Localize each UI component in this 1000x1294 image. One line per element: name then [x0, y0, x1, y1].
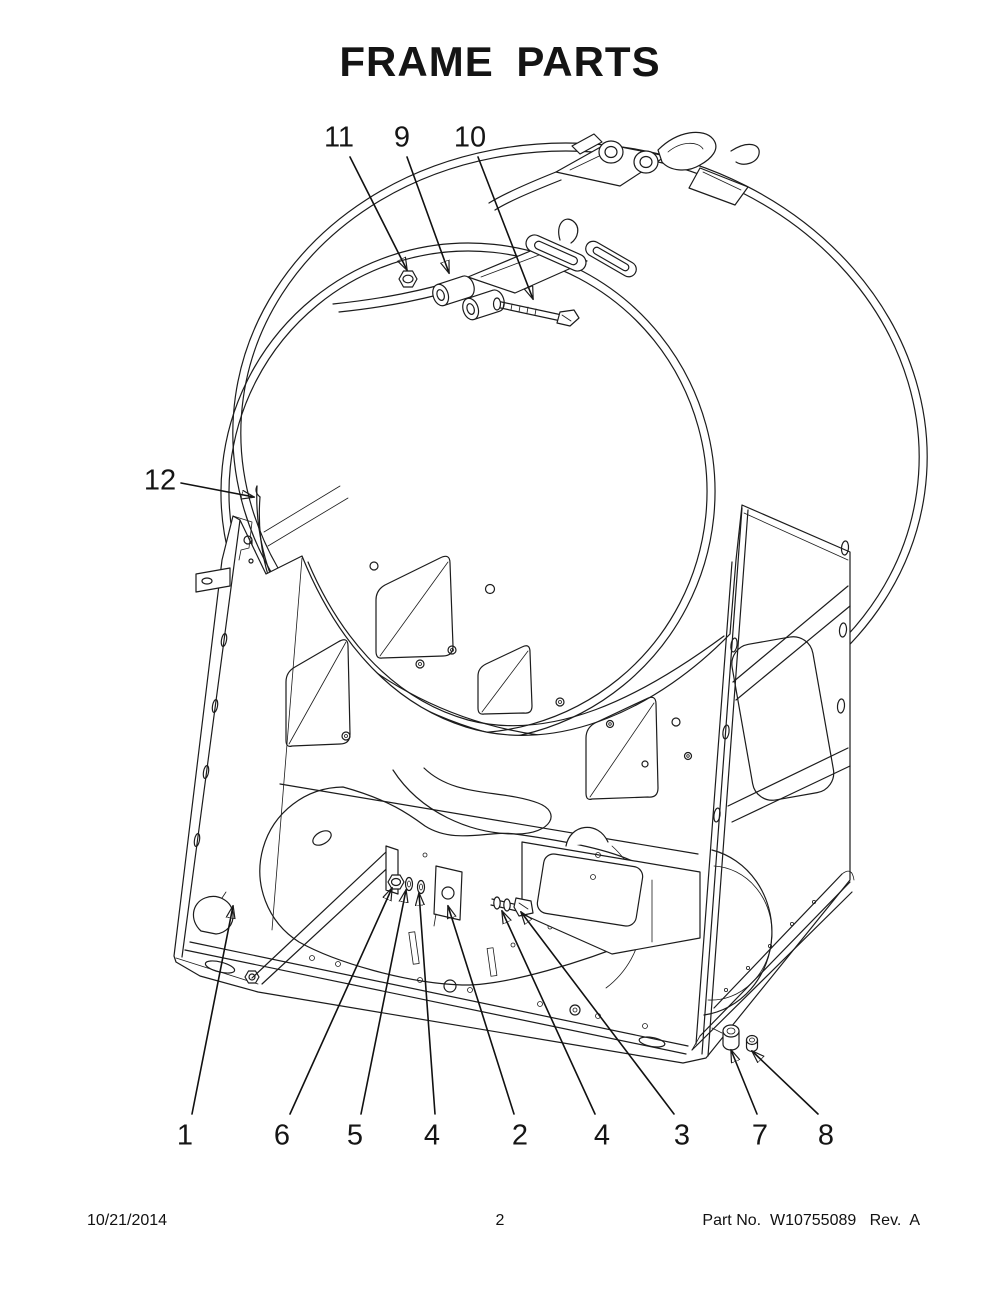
nut-6: [387, 874, 405, 890]
callout-leader-4-1: [191, 906, 233, 1115]
callout-leader-7-4: [419, 893, 436, 1115]
footer-part-number: Part No. W10755089 Rev. A: [702, 1212, 920, 1229]
washer-4: [416, 879, 426, 895]
hardware-top: [398, 270, 580, 327]
callout-label-4-1: 1: [176, 1119, 194, 1152]
footer-page-number: 2: [495, 1212, 505, 1229]
callout-label-9-4: 4: [593, 1119, 611, 1152]
callout-leader-5-6: [289, 888, 392, 1115]
callout-leader-9-4: [502, 911, 596, 1115]
bolt-3: [490, 896, 534, 917]
washer-5: [404, 876, 414, 892]
callout-leader-2-10: [477, 156, 534, 299]
rear-hoop-clips: [488, 131, 760, 211]
callout-label-11-7: 7: [751, 1119, 769, 1152]
hardware-bottom: [251, 826, 759, 1053]
bolt-10: [492, 297, 580, 327]
footer-date: 10/21/2014: [87, 1212, 168, 1229]
callout-leader-8-2: [448, 906, 515, 1115]
callout-label-8-2: 2: [511, 1119, 529, 1152]
foot-7: [722, 1024, 740, 1051]
callout-leader-10-3: [521, 912, 675, 1115]
nut-11: [398, 270, 418, 288]
callout-label-3-12: 12: [143, 464, 177, 497]
callout-leader-1-9: [406, 156, 450, 273]
frame-details: [175, 507, 855, 1057]
callout-label-1-9: 9: [393, 121, 411, 154]
callout-leader-11-7: [730, 1050, 758, 1115]
callout-label-2-10: 10: [453, 121, 487, 154]
callout-leader-12-8: [752, 1051, 819, 1115]
support-bracket: [521, 826, 701, 955]
callout-leader-3-12: [180, 482, 254, 497]
page-title: FRAME PARTS: [339, 38, 661, 85]
callout-label-7-4: 4: [423, 1119, 441, 1152]
callout-leader-0-11: [349, 156, 407, 270]
callout-label-6-5: 5: [346, 1119, 364, 1152]
foot-8: [745, 1034, 759, 1053]
callout-label-10-3: 3: [673, 1119, 691, 1152]
callout-label-0-11: 11: [323, 121, 355, 154]
callout-label-12-8: 8: [817, 1119, 835, 1152]
callout-leader-6-5: [360, 890, 406, 1115]
roller-9b: [462, 289, 505, 321]
callout-label-5-6: 6: [273, 1119, 291, 1152]
callout-leaders: [180, 156, 819, 1115]
